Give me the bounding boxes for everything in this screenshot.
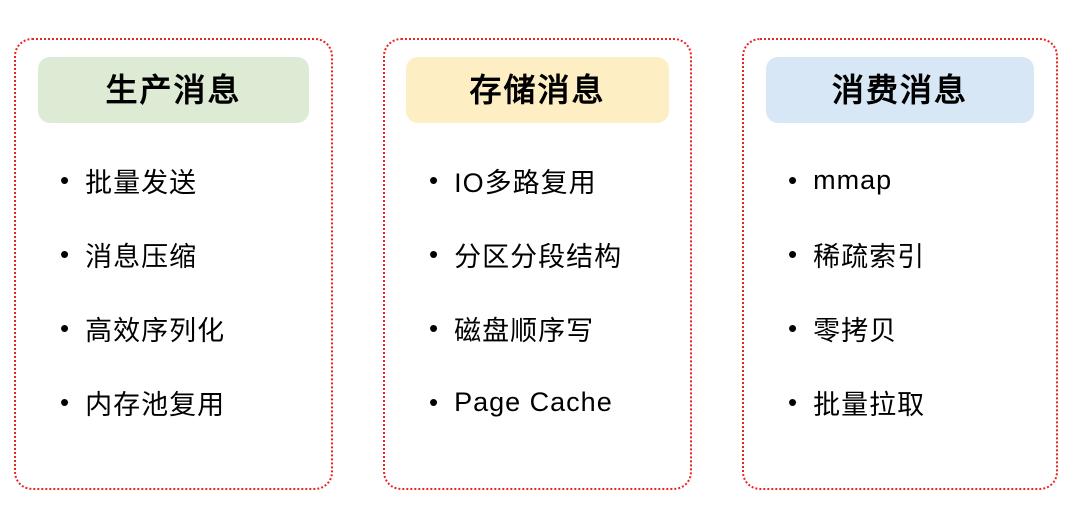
bullet-icon: • [788,387,798,417]
bullet-icon: • [60,313,70,343]
card-header-produce: 生产消息 [38,57,309,123]
bullet-icon: • [60,165,70,195]
list-item: • IO多路复用 [429,161,690,199]
card-store-messages: 存储消息 • IO多路复用 • 分区分段结构 • 磁盘顺序写 • Page Ca… [383,38,692,490]
bullet-icon: • [60,387,70,417]
bullet-text: Page Cache [454,386,613,417]
card-header-store: 存储消息 [406,57,669,123]
list-item: • 稀疏索引 [788,235,1056,273]
bullet-icon: • [429,239,439,269]
bullet-icon: • [429,387,439,417]
bullet-list-produce: • 批量发送 • 消息压缩 • 高效序列化 • 内存池复用 [16,161,331,457]
bullet-text: 批量拉取 [813,389,926,420]
bullet-list-store: • IO多路复用 • 分区分段结构 • 磁盘顺序写 • Page Cache [385,161,690,457]
card-title-consume: 消费消息 [831,72,968,108]
bullet-icon: • [788,313,798,343]
bullet-text: mmap [813,164,893,195]
bullet-icon: • [60,239,70,269]
card-title-produce: 生产消息 [105,72,242,108]
list-item: • 分区分段结构 [429,235,690,273]
bullet-icon: • [429,313,439,343]
card-header-consume: 消费消息 [765,57,1035,123]
bullet-icon: • [788,165,798,195]
list-item: • 批量拉取 [788,383,1056,421]
bullet-text: 零拷贝 [813,315,898,346]
list-item: • 内存池复用 [60,383,331,421]
list-item: • 批量发送 [60,161,331,199]
card-title-store: 存储消息 [469,72,606,108]
bullet-text: IO多路复用 [454,167,597,198]
card-produce-messages: 生产消息 • 批量发送 • 消息压缩 • 高效序列化 • 内存池复用 [14,38,333,490]
list-item: • 零拷贝 [788,309,1056,347]
bullet-text: 稀疏索引 [813,241,926,272]
list-item: • 磁盘顺序写 [429,309,690,347]
list-item: • mmap [788,161,1056,199]
bullet-text: 批量发送 [85,167,198,198]
bullet-text: 内存池复用 [85,389,226,420]
list-item: • 高效序列化 [60,309,331,347]
bullet-icon: • [788,239,798,269]
list-item: • 消息压缩 [60,235,331,273]
card-consume-messages: 消费消息 • mmap • 稀疏索引 • 零拷贝 • 批量拉取 [742,38,1058,490]
bullet-text: 分区分段结构 [454,241,623,272]
bullet-text: 高效序列化 [85,315,226,346]
bullet-text: 消息压缩 [85,241,198,272]
bullet-list-consume: • mmap • 稀疏索引 • 零拷贝 • 批量拉取 [744,161,1056,457]
bullet-text: 磁盘顺序写 [454,315,595,346]
list-item: • Page Cache [429,383,690,421]
bullet-icon: • [429,165,439,195]
